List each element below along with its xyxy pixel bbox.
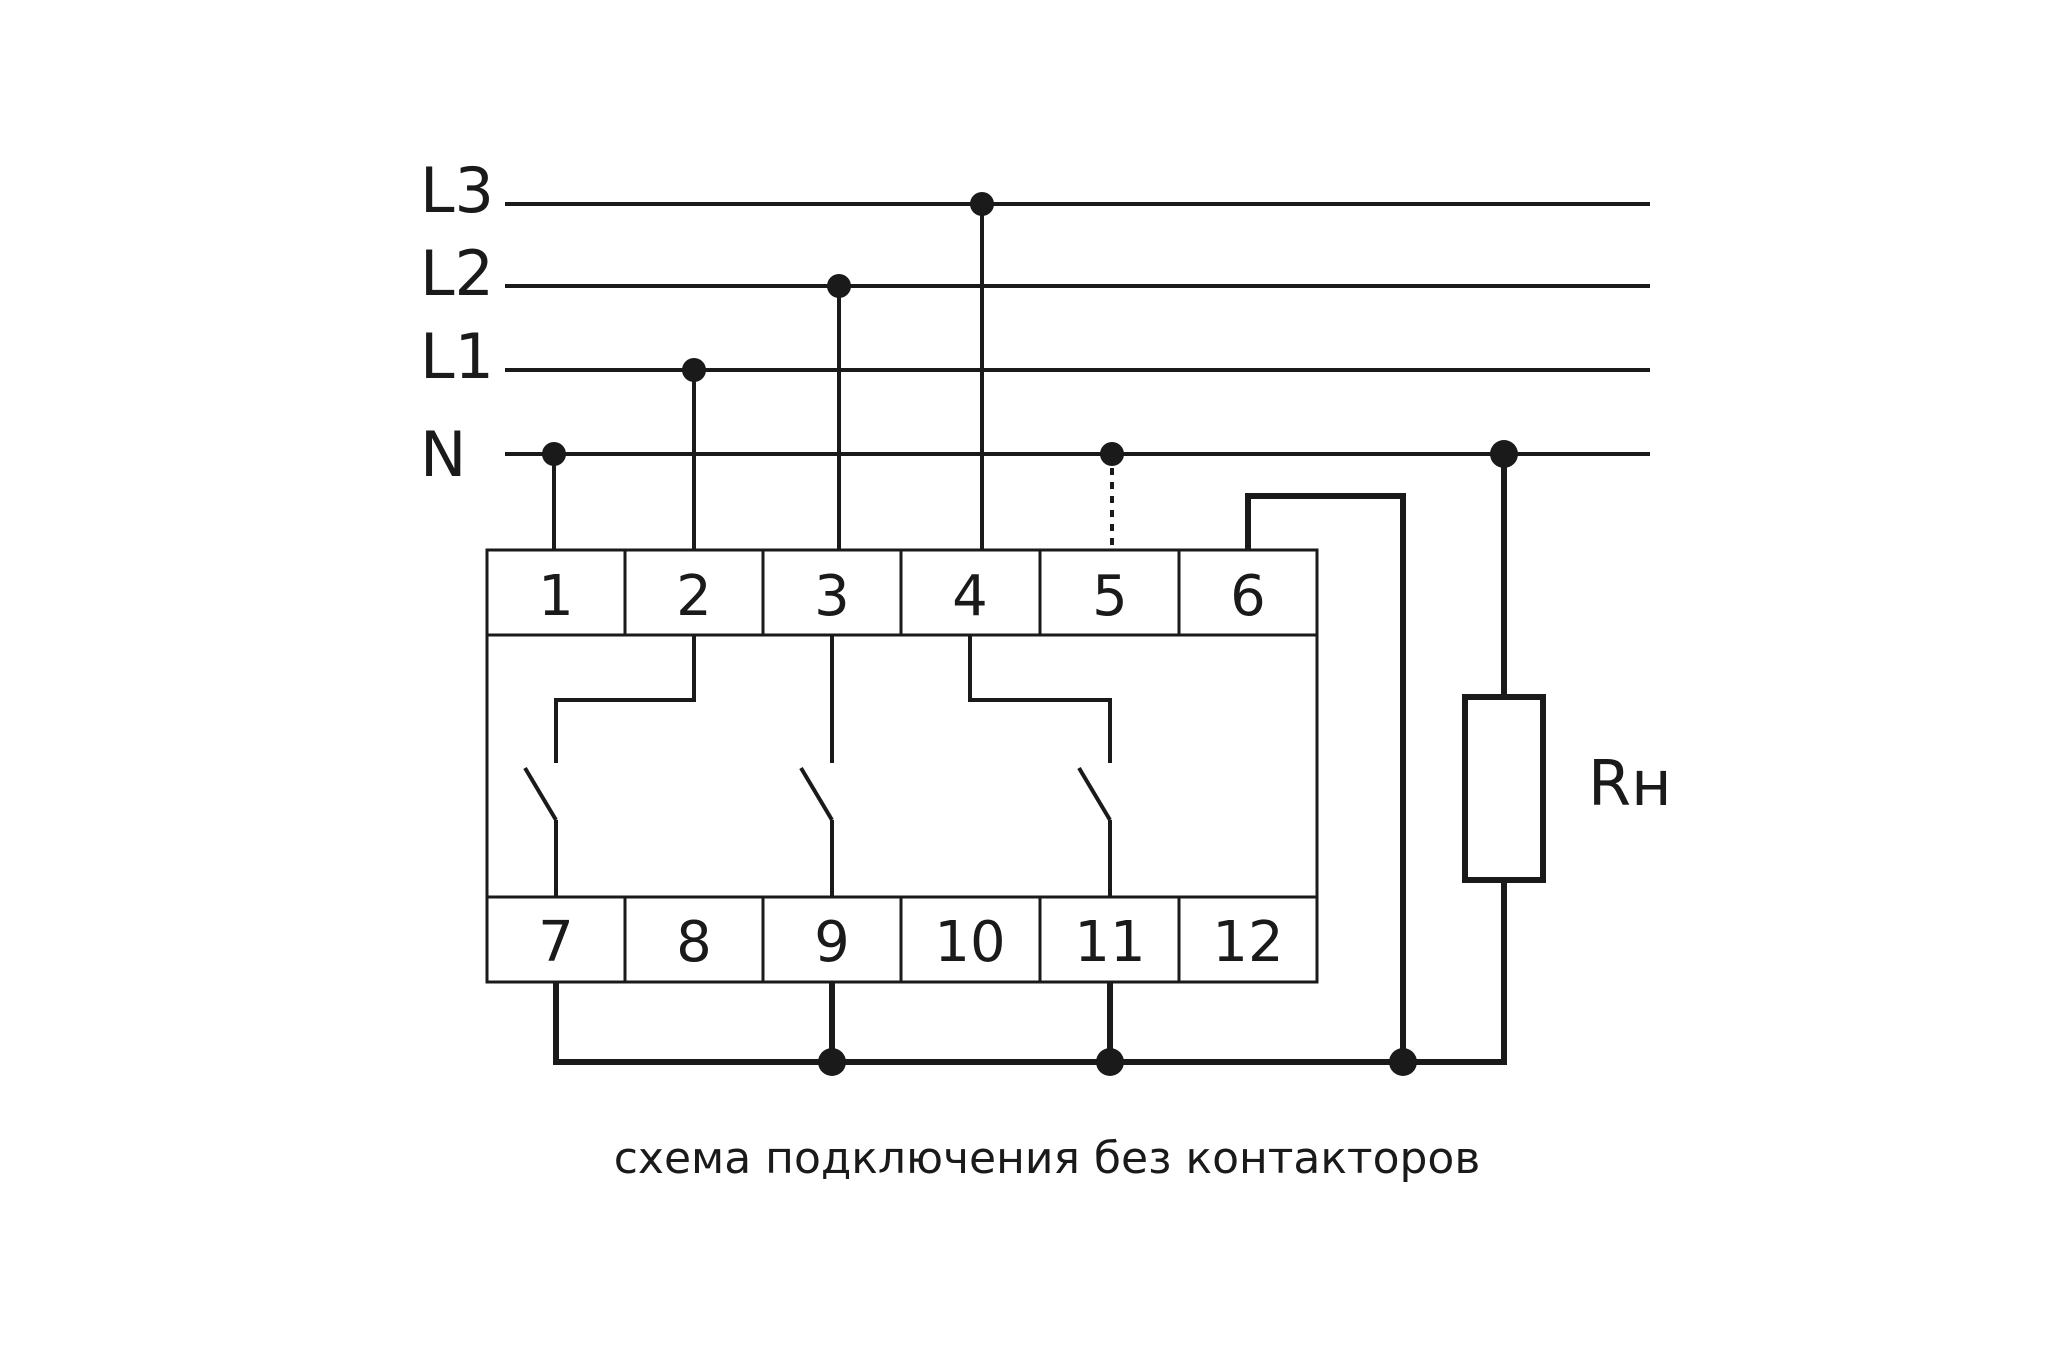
junction-l1-t2 xyxy=(682,358,706,382)
terminal-box-8 xyxy=(623,895,765,984)
terminal-label-2: 2 xyxy=(676,564,712,629)
internal-contact-1 xyxy=(523,635,696,897)
terminal-label-7: 7 xyxy=(538,910,574,975)
contact-3-switch xyxy=(1077,766,1112,822)
terminal-box-3 xyxy=(761,548,903,637)
terminal-label-6: 6 xyxy=(1230,564,1266,629)
terminal-box-10 xyxy=(899,895,1042,984)
line-label-l3: L3 xyxy=(420,154,494,227)
terminal-box-11 xyxy=(1038,895,1181,984)
junction-l3-t4 xyxy=(970,192,994,216)
terminal-label-3: 3 xyxy=(814,564,850,629)
bottom-terminal-strip: 7 8 9 10 11 12 xyxy=(485,895,1319,984)
line-label-l1: L1 xyxy=(420,320,494,393)
junction-n-t1 xyxy=(542,442,566,466)
terminal-box-4 xyxy=(899,548,1042,637)
top-terminal-strip: 1 2 3 4 5 6 xyxy=(485,548,1319,637)
junction-t6 xyxy=(1389,1048,1417,1076)
line-label-l2: L2 xyxy=(420,237,494,310)
contact-2-switch xyxy=(799,766,834,822)
terminal-label-10: 10 xyxy=(934,910,1005,975)
load-resistor xyxy=(1462,694,1546,883)
junction-t9 xyxy=(818,1048,846,1076)
terminal-label-9: 9 xyxy=(814,910,850,975)
terminal-label-1: 1 xyxy=(538,564,574,629)
terminal-box-12 xyxy=(1177,895,1319,984)
output-bus xyxy=(553,880,1507,1065)
terminal-label-5: 5 xyxy=(1092,564,1128,629)
contact-1-switch xyxy=(523,766,558,822)
line-label-n: N xyxy=(420,418,466,491)
terminal-label-11: 11 xyxy=(1074,910,1145,975)
internal-contact-2 xyxy=(799,635,834,897)
junction-n-t5 xyxy=(1100,442,1124,466)
terminal-label-4: 4 xyxy=(952,564,988,629)
junction-t11 xyxy=(1096,1048,1124,1076)
terminal-box-6 xyxy=(1177,548,1319,637)
contact-3-supply xyxy=(968,635,1112,763)
internal-contact-3 xyxy=(968,635,1112,897)
terminal-box-5 xyxy=(1038,548,1181,637)
terminal-label-12: 12 xyxy=(1212,910,1283,975)
diagram-caption: схема подключения без контакторов xyxy=(614,1133,1481,1184)
terminal-label-8: 8 xyxy=(676,910,712,975)
wire-t6-to-output-bus xyxy=(1245,493,1406,1062)
load-label: Rн xyxy=(1588,747,1672,820)
junction-l2-t3 xyxy=(827,274,851,298)
contact-1-supply xyxy=(554,635,696,763)
